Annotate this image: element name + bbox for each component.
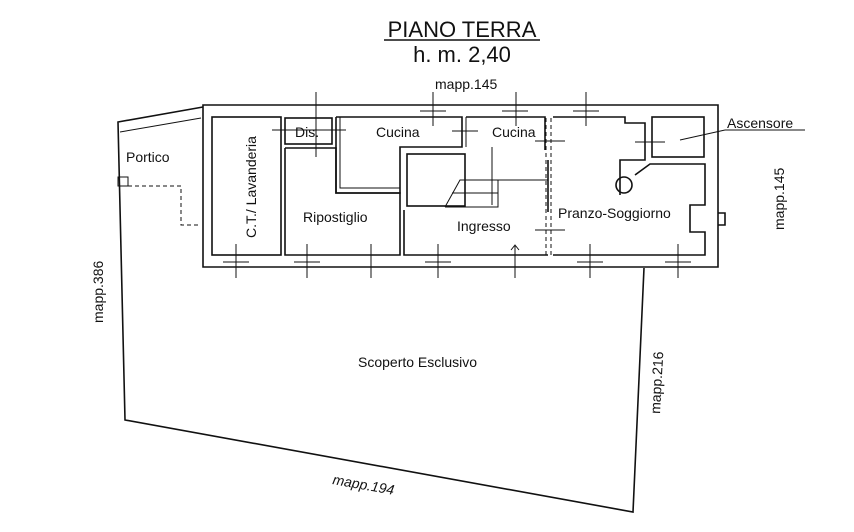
plan-title: PIANO TERRA — [388, 17, 537, 42]
portico-pillar — [117, 176, 129, 187]
room-label-ascensore: Ascensore — [727, 115, 793, 131]
building-walls — [202, 104, 726, 268]
room-label-ingresso: Ingresso — [457, 218, 511, 234]
boundary-east: mapp.145 — [771, 168, 787, 230]
room-label-dis: Dis. — [295, 124, 319, 140]
room-label-cucina-2: Cucina — [492, 124, 536, 140]
room-label-pranzo-soggiorno: Pranzo-Soggiorno — [558, 205, 671, 221]
portico-dashed-outline — [128, 185, 201, 226]
plan-height: h. m. 2,40 — [413, 42, 511, 67]
lot-boundary — [117, 106, 645, 513]
room-label-ripostiglio: Ripostiglio — [303, 209, 368, 225]
ascensore-leader — [679, 129, 726, 141]
boundary-south: mapp.194 — [331, 471, 395, 498]
boundary-north: mapp.145 — [435, 76, 497, 92]
window-markers — [223, 92, 691, 278]
room-label-cucina-1: Cucina — [376, 124, 420, 140]
boundary-west: mapp.386 — [90, 261, 106, 323]
room-label-portico: Portico — [126, 149, 170, 165]
area-label-scoperto: Scoperto Esclusivo — [358, 354, 477, 370]
room-label-lavanderia: C.T./ Lavanderia — [243, 136, 259, 238]
boundary-southeast: mapp.216 — [647, 351, 666, 414]
